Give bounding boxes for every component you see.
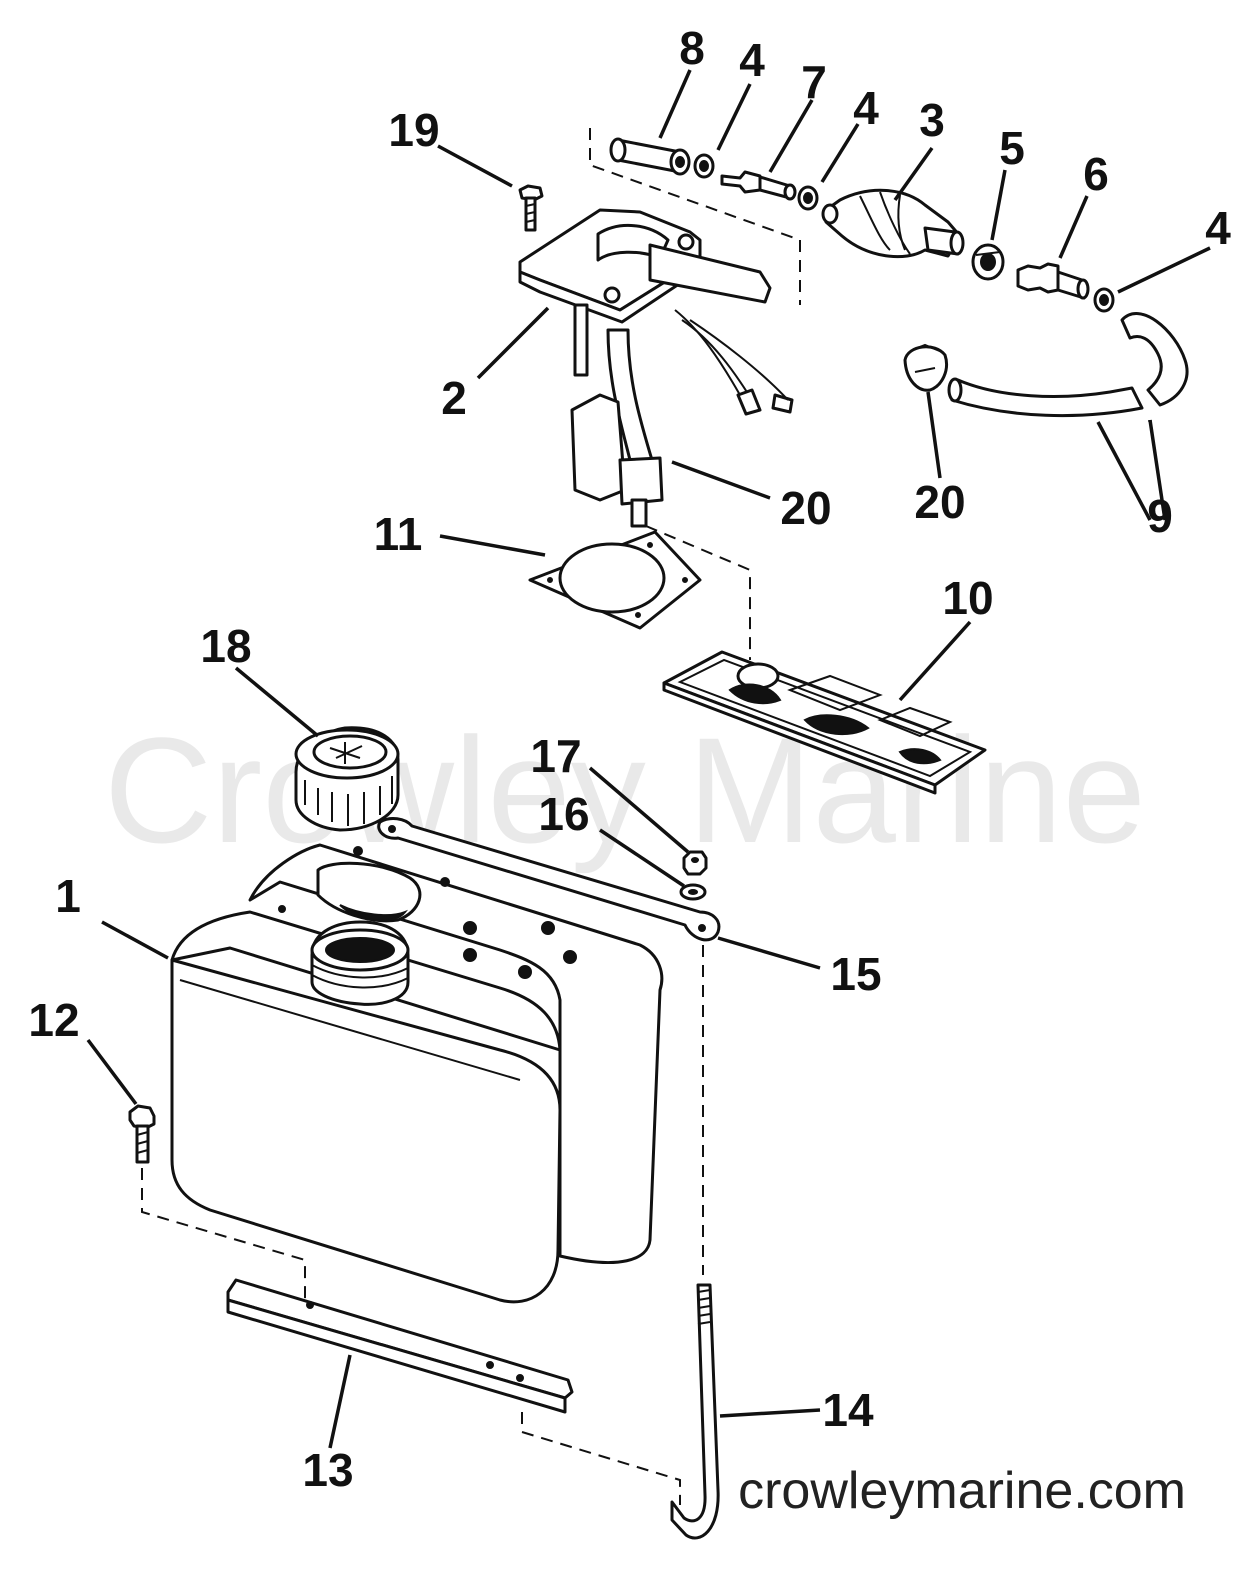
part-5-clamp — [971, 243, 1005, 281]
callout-12: 12 — [28, 994, 79, 1046]
part-19-bolt — [518, 184, 544, 232]
part-3-primer-bulb — [821, 188, 965, 259]
leader-lines — [86, 69, 1211, 1449]
callout-4-c: 4 — [1205, 202, 1231, 254]
callout-11: 11 — [374, 508, 423, 560]
watermark-crowley-marine: Crowley Marine — [104, 706, 1146, 874]
assembly-dash-line-3 — [141, 1168, 306, 1300]
part-1-fuel-tank — [170, 843, 664, 1304]
callout-18: 18 — [200, 620, 251, 672]
part-9-fuel-hose — [947, 312, 1189, 418]
callout-20-a: 20 — [780, 482, 831, 534]
callout-16: 16 — [538, 788, 589, 840]
callout-1: 1 — [55, 870, 81, 922]
callout-5: 5 — [999, 122, 1025, 174]
part-6-fitting — [1016, 262, 1090, 300]
callout-20-b: 20 — [914, 476, 965, 528]
callout-8: 8 — [679, 22, 705, 74]
part-8-hose-sleeve — [609, 137, 691, 176]
callout-13: 13 — [302, 1444, 353, 1496]
part-20-hose-clamp-right — [903, 343, 948, 392]
callout-3: 3 — [919, 94, 945, 146]
callout-10: 10 — [942, 572, 993, 624]
part-10-top-plate — [662, 650, 987, 795]
callout-17: 17 — [530, 730, 581, 782]
callout-6: 6 — [1083, 148, 1109, 200]
part-2-pickup-assembly — [518, 208, 794, 528]
callout-15: 15 — [830, 948, 881, 1000]
part-16-washer — [679, 883, 707, 901]
part-4-clamp-b — [797, 185, 819, 211]
callout-4-a: 4 — [739, 34, 765, 86]
watermark-url: crowleymarine.com — [738, 1462, 1186, 1520]
assembly-dash-line-4 — [521, 1412, 681, 1505]
part-12-bolt — [128, 1104, 156, 1164]
part-11-gasket — [528, 530, 702, 630]
callout-4-b: 4 — [853, 82, 879, 134]
part-13-bracket — [226, 1278, 574, 1414]
callout-2: 2 — [441, 372, 467, 424]
callout-9: 9 — [1147, 490, 1173, 542]
callout-7: 7 — [801, 56, 827, 108]
part-17-nut — [682, 850, 708, 876]
callout-19: 19 — [388, 104, 439, 156]
assembly-dash-line — [589, 128, 801, 305]
part-7-connector — [720, 170, 797, 201]
callout-14: 14 — [822, 1384, 874, 1436]
part-14-hook-rod — [670, 1283, 720, 1540]
part-15-strap — [377, 817, 721, 942]
part-4-clamp-c — [1093, 287, 1115, 313]
part-4-clamp-a — [693, 153, 715, 179]
part-18-fuel-cap — [294, 726, 400, 832]
